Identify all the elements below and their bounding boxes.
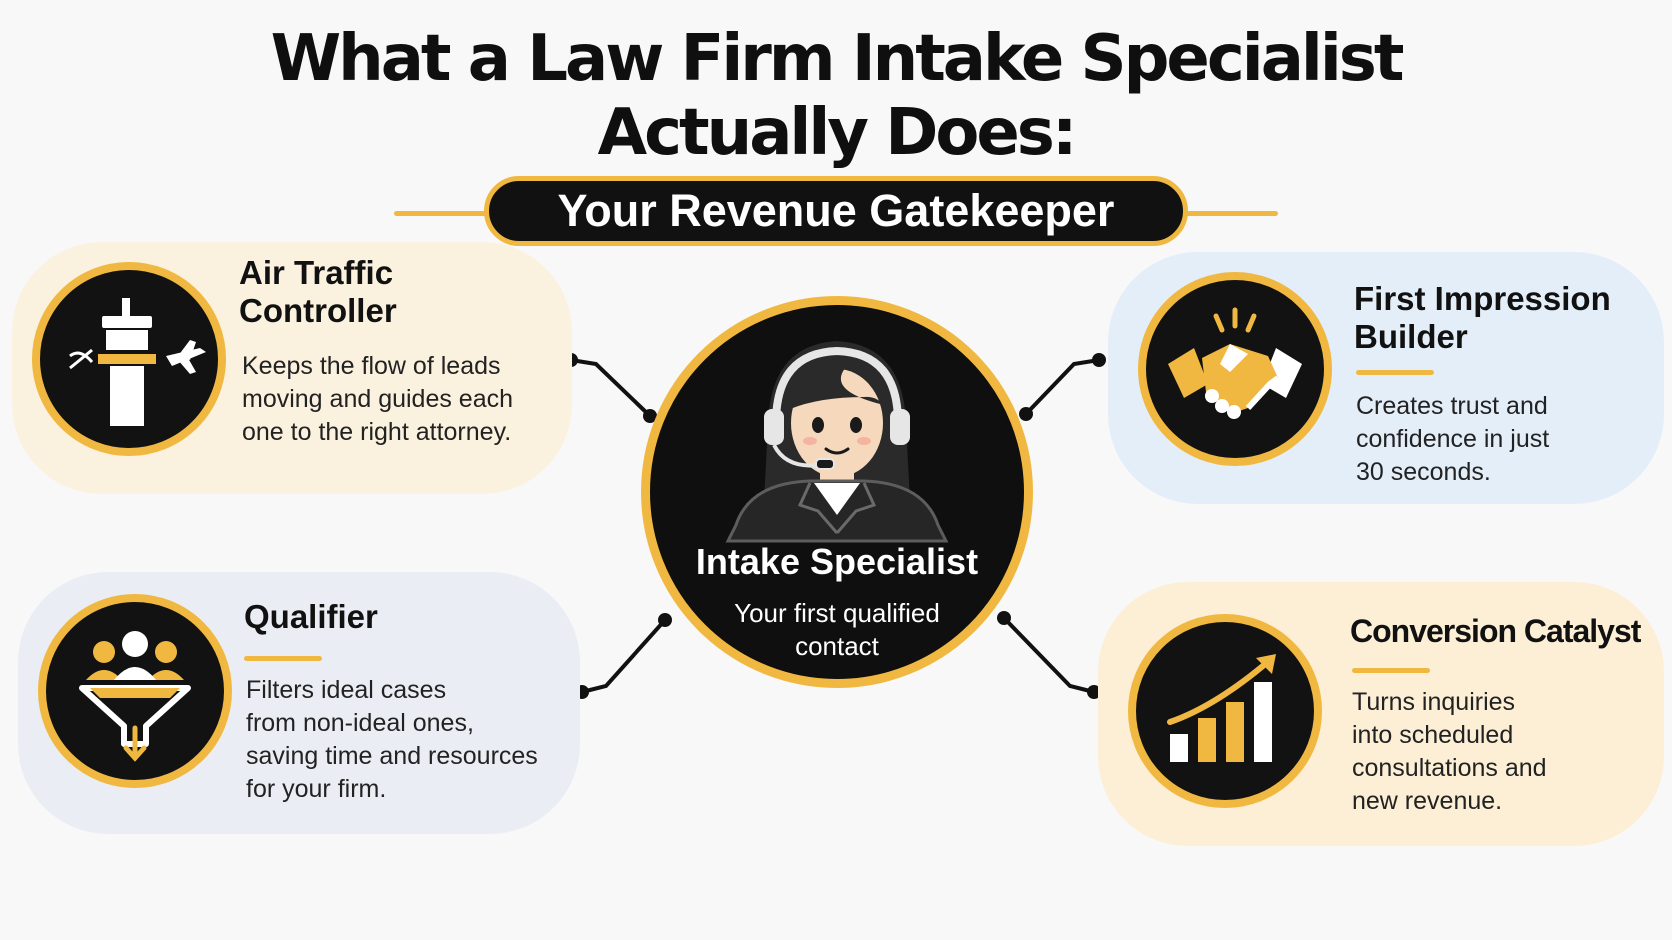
- connector-top-right: [1024, 358, 1101, 416]
- card-description: Keeps the flow of leads moving and guide…: [242, 350, 513, 449]
- card-title: Conversion Catalyst: [1350, 612, 1641, 650]
- connector-dot: [658, 613, 672, 627]
- card-air-traffic-controller: Air Traffic Controller Keeps the flow of…: [12, 242, 572, 494]
- card-title-line: Conversion Catalyst: [1350, 613, 1641, 649]
- connector-dot: [1092, 353, 1106, 367]
- subtitle-text: Your Revenue Gatekeeper: [557, 185, 1115, 236]
- headset-agent-avatar-icon: [725, 341, 949, 543]
- card-title: Air Traffic Controller: [239, 254, 397, 330]
- center-title: Intake Specialist: [695, 541, 979, 582]
- page-title: What a Law Firm Intake Specialist Actual…: [0, 22, 1672, 170]
- center-subtitle-line: contact: [795, 631, 879, 661]
- card-description: Filters ideal cases from non-ideal ones,…: [246, 674, 538, 806]
- card-title-line: First Impression: [1354, 280, 1611, 317]
- card-accent-line: [244, 656, 322, 661]
- card-text-line: moving and guides each: [242, 385, 514, 413]
- title-line-1: What a Law Firm Intake Specialist: [270, 22, 1405, 96]
- card-text-line: Turns inquiries: [1352, 688, 1516, 716]
- handshake-icon: [1138, 272, 1332, 466]
- connector-dot: [1019, 407, 1033, 421]
- card-description: Turns inquiries into scheduled consultat…: [1352, 686, 1547, 818]
- card-title-line: Qualifier: [244, 598, 378, 635]
- card-text-line: confidence in just: [1356, 425, 1550, 453]
- card-text-line: saving time and resources: [246, 742, 538, 770]
- center-subtitle-line: Your first qualified: [734, 598, 940, 628]
- card-text-line: Filters ideal cases: [246, 676, 447, 704]
- card-text-line: one to the right attorney.: [242, 418, 512, 446]
- card-text-line: 30 seconds.: [1356, 458, 1491, 486]
- connector-dot: [997, 611, 1011, 625]
- card-title-line: Air Traffic: [239, 254, 394, 291]
- subtitle-rule-right: [1182, 211, 1278, 216]
- card-conversion-catalyst: Conversion Catalyst Turns inquiries into…: [1098, 582, 1664, 846]
- card-title: Qualifier: [244, 598, 378, 636]
- card-description: Creates trust and confidence in just 30 …: [1356, 390, 1549, 489]
- center-subtitle: Your first qualified contact: [650, 597, 1024, 663]
- card-text-line: new revenue.: [1352, 787, 1503, 815]
- growth-chart-icon: [1128, 614, 1322, 808]
- connector-dot: [1087, 685, 1101, 699]
- card-title-line: Controller: [239, 292, 397, 329]
- connector-bottom-right: [1002, 616, 1096, 694]
- title-line-2: Actually Does:: [597, 96, 1078, 170]
- card-text-line: into scheduled: [1352, 721, 1514, 749]
- subtitle-rule-left: [394, 211, 490, 216]
- card-title: First Impression Builder: [1354, 280, 1611, 356]
- card-qualifier: Qualifier Filters ideal cases from non-i…: [18, 572, 580, 834]
- card-accent-line: [1352, 668, 1430, 673]
- card-text-line: Creates trust and: [1356, 392, 1548, 420]
- card-text-line: consultations and: [1352, 754, 1547, 782]
- connector-bottom-left: [580, 618, 667, 694]
- card-text-line: from non-ideal ones,: [246, 709, 474, 737]
- people-funnel-icon: [38, 594, 232, 788]
- card-accent-line: [1356, 370, 1434, 375]
- connector-top-left: [569, 358, 652, 418]
- card-title-line: Builder: [1354, 318, 1468, 355]
- subtitle-banner: Your Revenue Gatekeeper: [484, 176, 1188, 246]
- card-text-line: Keeps the flow of leads: [242, 352, 501, 380]
- control-tower-airplane-icon: [32, 262, 226, 456]
- center-node-intake-specialist: Intake Specialist Your first qualified c…: [641, 296, 1033, 688]
- connector-dot: [643, 409, 657, 423]
- card-first-impression-builder: First Impression Builder Creates trust a…: [1108, 252, 1664, 504]
- card-text-line: for your firm.: [246, 775, 387, 803]
